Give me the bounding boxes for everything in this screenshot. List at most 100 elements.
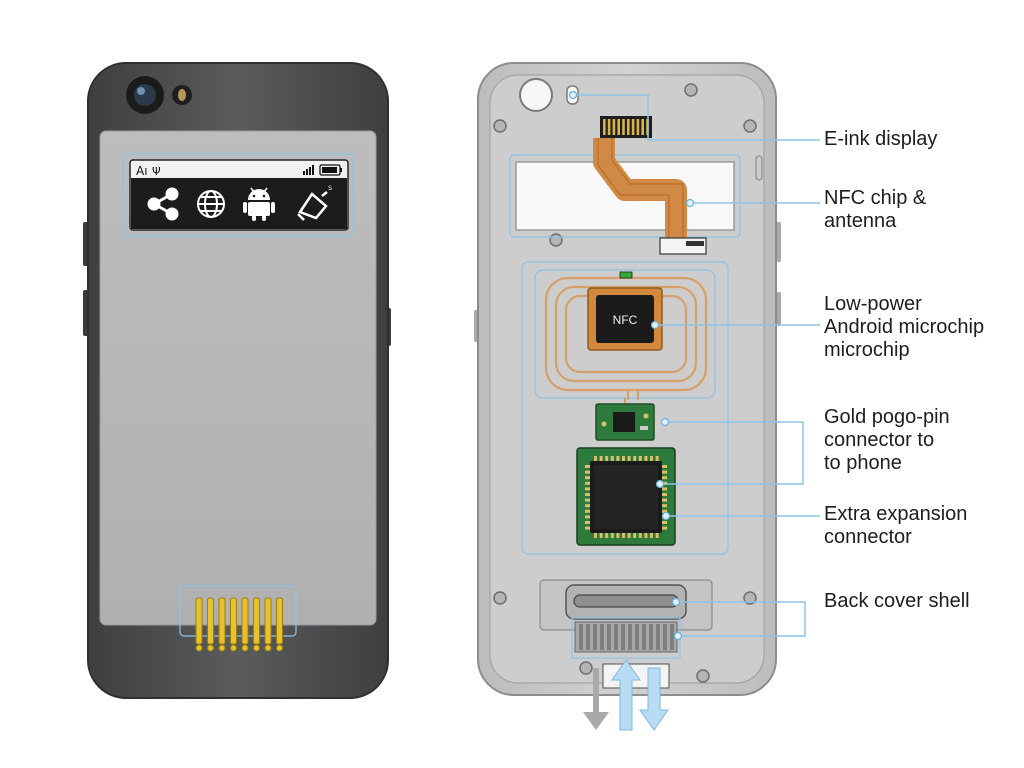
pogo-pin	[218, 597, 226, 645]
chip-pin	[662, 498, 667, 502]
battery-icon	[319, 164, 342, 176]
chip-pin	[662, 509, 667, 513]
flex-contact	[612, 119, 616, 135]
eink-window-highlight	[509, 154, 741, 238]
chip-pin	[662, 521, 667, 524]
connector-fin	[670, 624, 674, 650]
exploded-interior-view: NFC	[474, 62, 781, 731]
chip-pin	[585, 487, 590, 491]
connector-fin	[607, 624, 611, 650]
flex-contact	[641, 119, 644, 135]
signal-icon: Ψ	[152, 165, 161, 178]
connector-fin	[600, 624, 604, 650]
pogo-pin	[230, 597, 237, 645]
connector-fin	[628, 624, 632, 650]
chip-pin	[594, 533, 597, 538]
device-back-view: Aı Ψ	[83, 62, 391, 699]
chip-pin	[650, 533, 653, 538]
mounting-screws	[493, 83, 757, 683]
callout-pogo-line-3: to phone	[824, 452, 902, 474]
chip-pin	[585, 498, 590, 502]
chip-pin	[585, 509, 590, 513]
chip-pin	[627, 456, 631, 461]
flex-contact	[603, 119, 606, 135]
callout-expansion-line-2: connector	[824, 526, 912, 548]
android-icon	[243, 187, 275, 221]
chip-pin	[633, 533, 637, 538]
pogo-pin	[264, 597, 272, 645]
chip-pin	[622, 456, 625, 461]
expansion-connector	[574, 621, 678, 653]
chip-pin	[585, 504, 590, 508]
globe-icon	[197, 190, 225, 218]
chip-pin	[585, 493, 590, 496]
nfc-chip: NFC	[587, 287, 663, 351]
callout-dots	[568, 90, 695, 641]
chip-pin	[585, 526, 590, 530]
callout-line-pogo	[660, 421, 804, 485]
chip-pin	[585, 515, 590, 519]
flex-contact	[636, 119, 640, 135]
chip-pin	[585, 470, 590, 474]
rotate-icon	[297, 191, 328, 221]
pogo-pin-connector	[195, 597, 283, 652]
nfc-chip-label: NFC	[613, 313, 638, 327]
connector-fin	[614, 624, 618, 650]
chip-pin	[605, 533, 609, 538]
chip-pin	[599, 533, 603, 538]
chip-pin	[605, 456, 609, 461]
chip-pin	[627, 533, 631, 538]
flex-cable	[593, 116, 707, 255]
connector-fin	[586, 624, 590, 650]
back-panel	[99, 130, 377, 626]
pogo-pin	[241, 597, 249, 645]
callout-nfc-line-2: antenna	[824, 210, 897, 232]
chip-pin	[610, 533, 614, 538]
chip-pin	[662, 470, 667, 474]
microcontroller-board	[595, 398, 655, 441]
android-microchip-board	[576, 447, 676, 546]
chip-pin	[599, 456, 603, 461]
callout-nfc-chip: NFC chip & antenna	[824, 187, 926, 233]
chip-pin	[662, 487, 667, 491]
callout-microchip-line-2: Android microchip	[824, 316, 985, 338]
chip-pin	[662, 465, 667, 468]
chip-pin	[650, 456, 653, 461]
eink-screen: Aı Ψ	[129, 159, 349, 231]
eink-highlight	[122, 153, 354, 237]
pogo-pin-tip	[276, 644, 283, 652]
chip-pin	[610, 456, 614, 461]
chip-pin	[655, 456, 659, 461]
chip-pin	[594, 456, 597, 461]
chip-pin	[616, 533, 620, 538]
flex-contact	[622, 119, 625, 135]
chip-pin	[585, 476, 590, 480]
chip-pin	[644, 456, 648, 461]
camera-hole-icon	[519, 78, 553, 112]
chip-pin	[662, 526, 667, 530]
callout-eink-display: E-ink display	[824, 128, 937, 151]
callout-line-shell	[676, 601, 806, 637]
chip-pin	[655, 533, 659, 538]
callout-microchip-line-1: Low-power	[824, 293, 922, 315]
callout-back-cover-shell: Back cover shell	[824, 590, 970, 613]
connector-fin	[593, 624, 597, 650]
callout-pogo-line-1: Gold pogo-pin	[824, 406, 950, 428]
callout-expansion-connector: Extra expansion connector	[824, 503, 967, 549]
callout-eink-line-1: E-ink display	[824, 128, 938, 150]
callout-lines	[573, 94, 820, 637]
pogo-pin	[195, 597, 203, 645]
chip-pin	[633, 456, 637, 461]
flex-contact	[627, 119, 630, 135]
chip-pin	[638, 533, 642, 538]
callout-android-microchip: Low-power Android microchip microchip	[824, 293, 984, 362]
chip-pin	[585, 465, 590, 468]
pogo-pin-tip	[195, 644, 203, 652]
callout-nfc-line-1: NFC chip &	[824, 187, 927, 209]
chip-pin	[662, 476, 667, 480]
flex-contact	[631, 119, 635, 135]
chip-pin	[638, 456, 642, 461]
chip-pin	[662, 493, 667, 496]
callout-microchip-line-3: microchip	[824, 339, 910, 361]
